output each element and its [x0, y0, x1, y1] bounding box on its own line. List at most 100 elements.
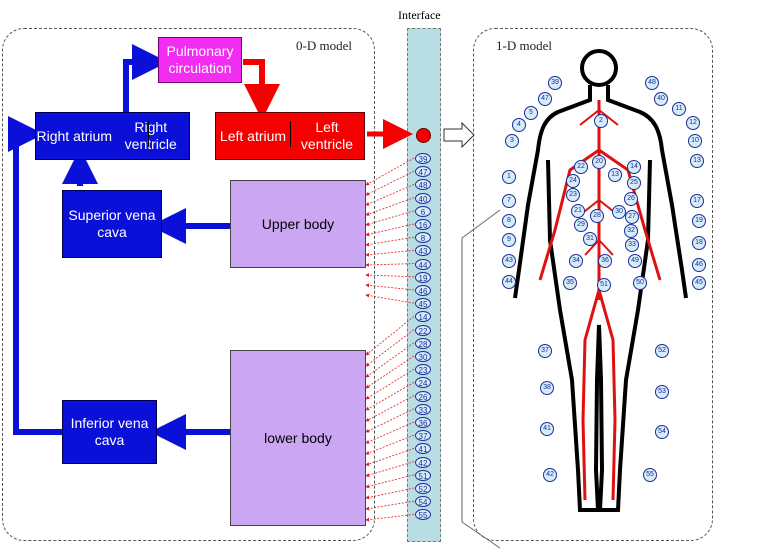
body-segment-node: 28	[590, 209, 604, 223]
body-segment-node: 1	[502, 170, 516, 184]
inferior-vena-cava-box: Inferior vena cava	[62, 400, 157, 464]
interface-node: 19	[415, 271, 431, 283]
body-segment-node: 34	[569, 254, 583, 268]
body-segment-node: 49	[628, 254, 642, 268]
interface-node: 42	[415, 456, 431, 468]
body-segment-node: 21	[571, 204, 585, 218]
interface-fan-line	[365, 382, 415, 411]
body-segment-node: 43	[502, 254, 516, 268]
interface-node: 51	[415, 469, 431, 481]
mapping-arrow-icon	[443, 121, 475, 149]
heart-valve-divider	[148, 121, 149, 147]
body-segment-node: 51	[597, 278, 611, 292]
interface-node: 54	[415, 496, 431, 508]
left-atrium-label: Left atrium	[219, 127, 287, 144]
body-segment-node: 42	[543, 468, 557, 482]
interface-fan-line	[365, 273, 415, 278]
interface-fan-line	[365, 184, 415, 206]
interface-node: 52	[415, 483, 431, 494]
interface-fan-line	[365, 500, 415, 511]
interface-fan-line	[365, 421, 415, 444]
body-segment-node: 18	[692, 236, 706, 250]
body-segment-node: 37	[538, 344, 552, 358]
interface-node: 41	[415, 443, 431, 455]
body-segment-node: 8	[502, 214, 516, 228]
interface-fan-line	[365, 474, 415, 489]
body-segment-node: 25	[627, 176, 641, 190]
body-segment-node: 13	[690, 154, 704, 168]
interface-fan-line	[365, 487, 415, 500]
body-segment-node: 13	[608, 168, 622, 182]
interface-fan-line	[365, 395, 415, 422]
body-segment-node: 7	[502, 194, 516, 208]
body-segment-node: 55	[643, 468, 657, 482]
interface-node: 26	[415, 390, 431, 402]
body-segment-node: 30	[612, 205, 626, 219]
body-segment-node: 26	[624, 192, 638, 206]
interface-fan-lines	[365, 157, 415, 522]
upper-body-box: Upper body	[230, 180, 366, 268]
body-segment-node: 10	[688, 134, 702, 148]
interface-node: 16	[415, 219, 431, 230]
interface-fan-line	[365, 316, 415, 356]
body-segment-node: 46	[692, 258, 706, 272]
interface-node: 28	[415, 337, 431, 349]
body-segment-node: 20	[592, 155, 606, 169]
heart-valve-divider	[290, 121, 291, 147]
body-segment-node: 48	[645, 76, 659, 90]
interface-node: 48	[415, 179, 431, 191]
superior-vena-cava-box: Superior vena cava	[62, 190, 162, 258]
interface-fan-line	[365, 329, 415, 367]
interface-node: 46	[415, 285, 431, 296]
body-segment-node: 31	[583, 232, 597, 246]
interface-fan-line	[365, 250, 415, 257]
interface-node: 44	[415, 258, 431, 270]
interface-node: 14	[415, 311, 431, 323]
lower-body-box: lower body	[230, 350, 366, 526]
interface-fan-line	[365, 448, 415, 466]
one-d-panel	[473, 28, 713, 541]
interface-fan-line	[365, 408, 415, 433]
interface-node: 33	[415, 403, 431, 415]
interface-node: 39	[415, 153, 431, 164]
interface-node: 47	[415, 166, 431, 178]
interface-fan-line	[365, 170, 415, 196]
body-segment-node: 3	[505, 134, 519, 148]
body-segment-node: 5	[524, 106, 538, 120]
body-segment-node: 17	[690, 194, 704, 208]
interface-node: 30	[415, 351, 431, 362]
interface-node: 6	[415, 205, 431, 217]
body-segment-node: 47	[538, 92, 552, 106]
body-segment-node: 2	[594, 114, 608, 128]
interface-node: 45	[415, 298, 431, 310]
body-segment-node: 53	[655, 385, 669, 399]
interface-node: 40	[415, 192, 431, 204]
interface-node: 8	[415, 232, 431, 244]
body-segment-node: 27	[625, 210, 639, 224]
interface-fan-line	[365, 197, 415, 216]
interface-fan-line	[365, 283, 415, 291]
right-ventricle-label: Right ventricle	[124, 119, 177, 152]
body-segment-node: 38	[540, 381, 554, 395]
zero-d-title: 0-D model	[296, 38, 352, 53]
body-segment-node: 33	[625, 238, 639, 252]
body-segment-node: 11	[672, 102, 686, 116]
body-segment-node: 44	[502, 275, 516, 289]
left-heart-box: Left atrium Left ventricle	[215, 112, 365, 160]
interface-fan-line	[365, 157, 415, 186]
body-segment-node: 52	[655, 344, 669, 358]
pulmonary-to-la-arrow	[243, 59, 280, 120]
left-ventricle-label: Left ventricle	[300, 119, 354, 152]
pulmonary-circulation-box: Pulmonary circulation	[158, 37, 242, 83]
interface-fan-line	[365, 368, 415, 400]
rv-to-pulmonary-arrow	[123, 44, 168, 112]
interface-fan-line	[365, 514, 415, 522]
body-segment-node: 19	[692, 214, 706, 228]
interface-label: Interface	[398, 8, 441, 22]
right-atrium-label: Right atrium	[36, 127, 112, 144]
body-segment-node: 24	[566, 174, 580, 188]
body-segment-node: 41	[540, 422, 554, 436]
body-segment-node: 22	[574, 160, 588, 174]
interface-fan-line	[365, 342, 415, 378]
